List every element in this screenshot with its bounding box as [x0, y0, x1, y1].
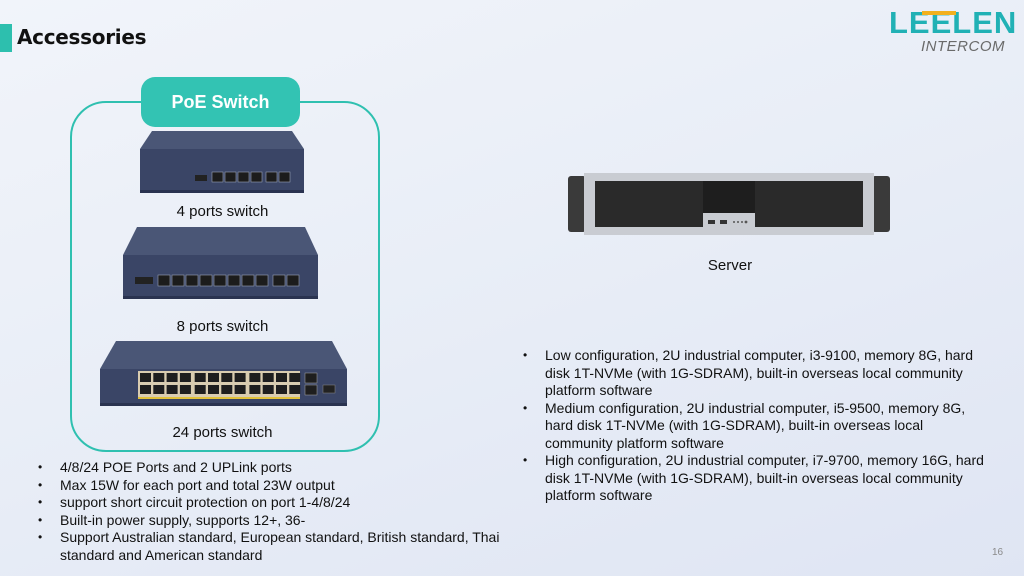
- ethernet-port-icon: [262, 373, 274, 382]
- ethernet-port-icon: [249, 385, 261, 394]
- ethernet-port-icon: [221, 385, 233, 394]
- server-configuration-list: Low configuration, 2U industrial compute…: [523, 347, 993, 505]
- page-title: Accessories: [17, 25, 147, 49]
- ethernet-port-icon: [153, 373, 165, 382]
- ethernet-port-icon: [289, 385, 301, 394]
- ethernet-port-icon: [153, 385, 165, 394]
- ethernet-port-icon: [208, 385, 219, 394]
- ethernet-port-icon: [249, 373, 261, 382]
- logo-accent-bar: [922, 11, 956, 15]
- ethernet-port-icon: [140, 373, 151, 382]
- ethernet-port-icon: [234, 373, 246, 382]
- 4-port-switch-label: 4 ports switch: [176, 203, 269, 220]
- ethernet-port-icon: [179, 373, 191, 382]
- leelen-logo: LEELEN INTERCOM: [885, 5, 1016, 57]
- list-item: Max 15W for each port and total 23W outp…: [38, 477, 538, 495]
- poe-feature-list: 4/8/24 POE Ports and 2 UPLink ports Max …: [38, 459, 538, 564]
- ethernet-port-icon: [194, 385, 206, 394]
- list-item: 4/8/24 POE Ports and 2 UPLink ports: [38, 459, 538, 477]
- ethernet-port-icon: [194, 373, 206, 382]
- ethernet-port-icon: [289, 373, 301, 382]
- ethernet-port-icon: [276, 373, 287, 382]
- 24-port-switch-label: 24 ports switch: [172, 424, 273, 441]
- ethernet-port-icon: [166, 385, 178, 394]
- server-label: Server: [707, 257, 753, 274]
- title-accent-bar: [0, 24, 12, 52]
- ethernet-port-icon: [140, 385, 151, 394]
- 8-port-switch-label: 8 ports switch: [176, 318, 269, 335]
- ethernet-port-icon: [208, 373, 219, 382]
- list-item: Support Australian standard, European st…: [38, 529, 538, 564]
- ethernet-port-icon: [234, 385, 246, 394]
- list-item: Low configuration, 2U industrial compute…: [523, 347, 993, 400]
- poe-switch-badge: PoE Switch: [141, 77, 300, 127]
- ethernet-port-icon: [276, 385, 287, 394]
- list-item: High configuration, 2U industrial comput…: [523, 452, 993, 505]
- ethernet-port-icon: [262, 385, 274, 394]
- ethernet-port-icon: [221, 373, 233, 382]
- ethernet-port-icon: [179, 385, 191, 394]
- list-item: Built-in power supply, supports 12+, 36-: [38, 512, 538, 530]
- list-item: support short circuit protection on port…: [38, 494, 538, 512]
- ethernet-port-icon: [166, 373, 178, 382]
- page-number: 16: [992, 547, 1004, 558]
- logo-subtitle: INTERCOM: [921, 38, 1005, 55]
- list-item: Medium configuration, 2U industrial comp…: [523, 400, 993, 453]
